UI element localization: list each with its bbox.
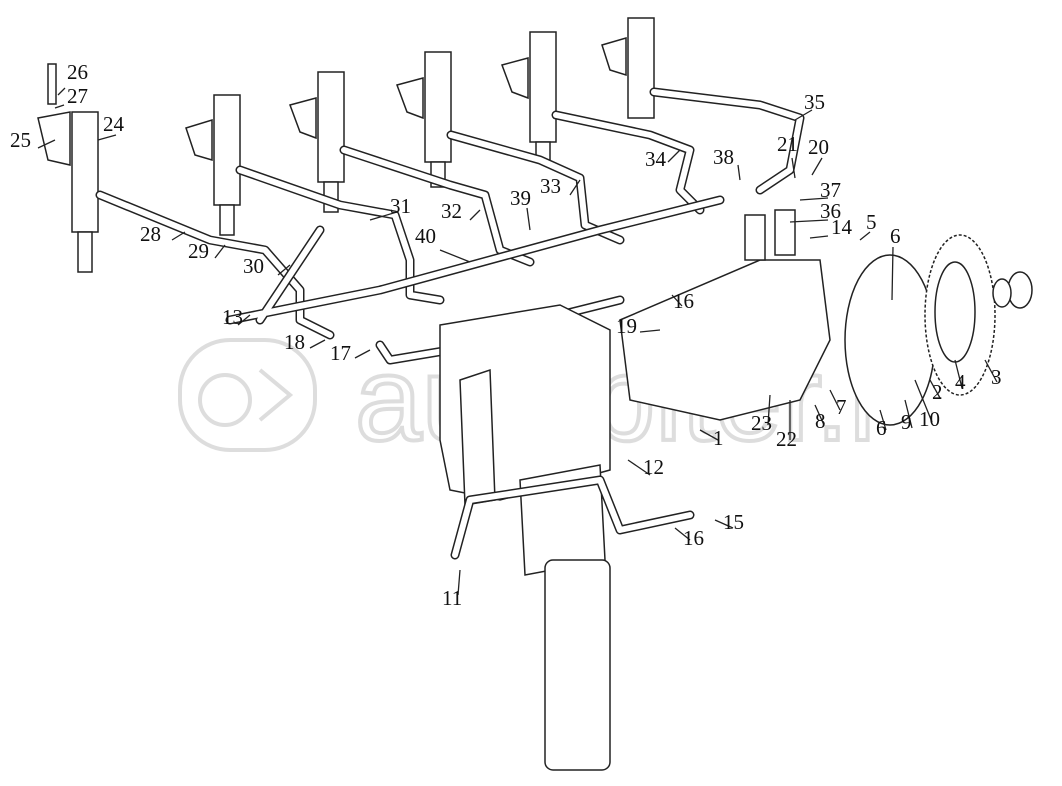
part-label-34: 34 bbox=[645, 147, 666, 171]
part-label-33: 33 bbox=[540, 174, 561, 198]
part-label-20: 20 bbox=[808, 135, 829, 159]
injector-5 bbox=[501, 31, 557, 163]
part-label-5: 5 bbox=[866, 210, 877, 234]
part-label-30: 30 bbox=[243, 254, 264, 278]
part-label-36: 36 bbox=[820, 199, 841, 223]
injector-1 bbox=[37, 63, 99, 273]
fuel-filter bbox=[544, 559, 611, 771]
part-label-13: 13 bbox=[222, 305, 243, 329]
part-label-17: 17 bbox=[330, 341, 351, 365]
part-label-6-top: 6 bbox=[890, 224, 901, 248]
part-label-3: 3 bbox=[991, 365, 1002, 389]
part-label-2: 2 bbox=[932, 380, 943, 404]
part-label-10: 10 bbox=[919, 407, 940, 431]
part-label-15: 15 bbox=[723, 510, 744, 534]
part-label-9: 9 bbox=[901, 410, 912, 434]
part-label-16-bottom: 16 bbox=[683, 526, 704, 550]
high-pressure-pump bbox=[619, 259, 831, 421]
part-label-25: 25 bbox=[10, 128, 31, 152]
pump-housing bbox=[844, 254, 936, 426]
part-label-38: 38 bbox=[713, 145, 734, 169]
part-label-8: 8 bbox=[815, 409, 826, 433]
part-label-26: 26 bbox=[67, 60, 88, 84]
part-label-11: 11 bbox=[442, 586, 463, 610]
part-label-28: 28 bbox=[140, 222, 161, 246]
part-label-14: 14 bbox=[831, 215, 852, 239]
part-label-6-bottom: 6 bbox=[876, 416, 887, 440]
part-label-23: 23 bbox=[751, 411, 772, 435]
part-label-22: 22 bbox=[776, 427, 797, 451]
part-label-29: 29 bbox=[188, 239, 209, 263]
part-label-32: 32 bbox=[441, 199, 462, 223]
injector-6 bbox=[601, 17, 655, 119]
part-label-24: 24 bbox=[103, 112, 124, 136]
part-label-31: 31 bbox=[390, 194, 411, 218]
part-label-12: 12 bbox=[643, 455, 664, 479]
part-label-4: 4 bbox=[955, 370, 966, 394]
part-label-21: 21 bbox=[777, 132, 798, 156]
part-label-7: 7 bbox=[836, 395, 847, 419]
part-label-1: 1 bbox=[713, 426, 724, 450]
part-label-35: 35 bbox=[804, 90, 825, 114]
part-label-19: 19 bbox=[616, 314, 637, 338]
part-label-18: 18 bbox=[284, 330, 305, 354]
part-label-37: 37 bbox=[820, 178, 841, 202]
part-label-40: 40 bbox=[415, 224, 436, 248]
injector-2 bbox=[185, 94, 241, 236]
part-label-16-top: 16 bbox=[673, 289, 694, 313]
part-label-39: 39 bbox=[510, 186, 531, 210]
injector-3 bbox=[289, 71, 345, 213]
part-label-27: 27 bbox=[67, 84, 88, 108]
